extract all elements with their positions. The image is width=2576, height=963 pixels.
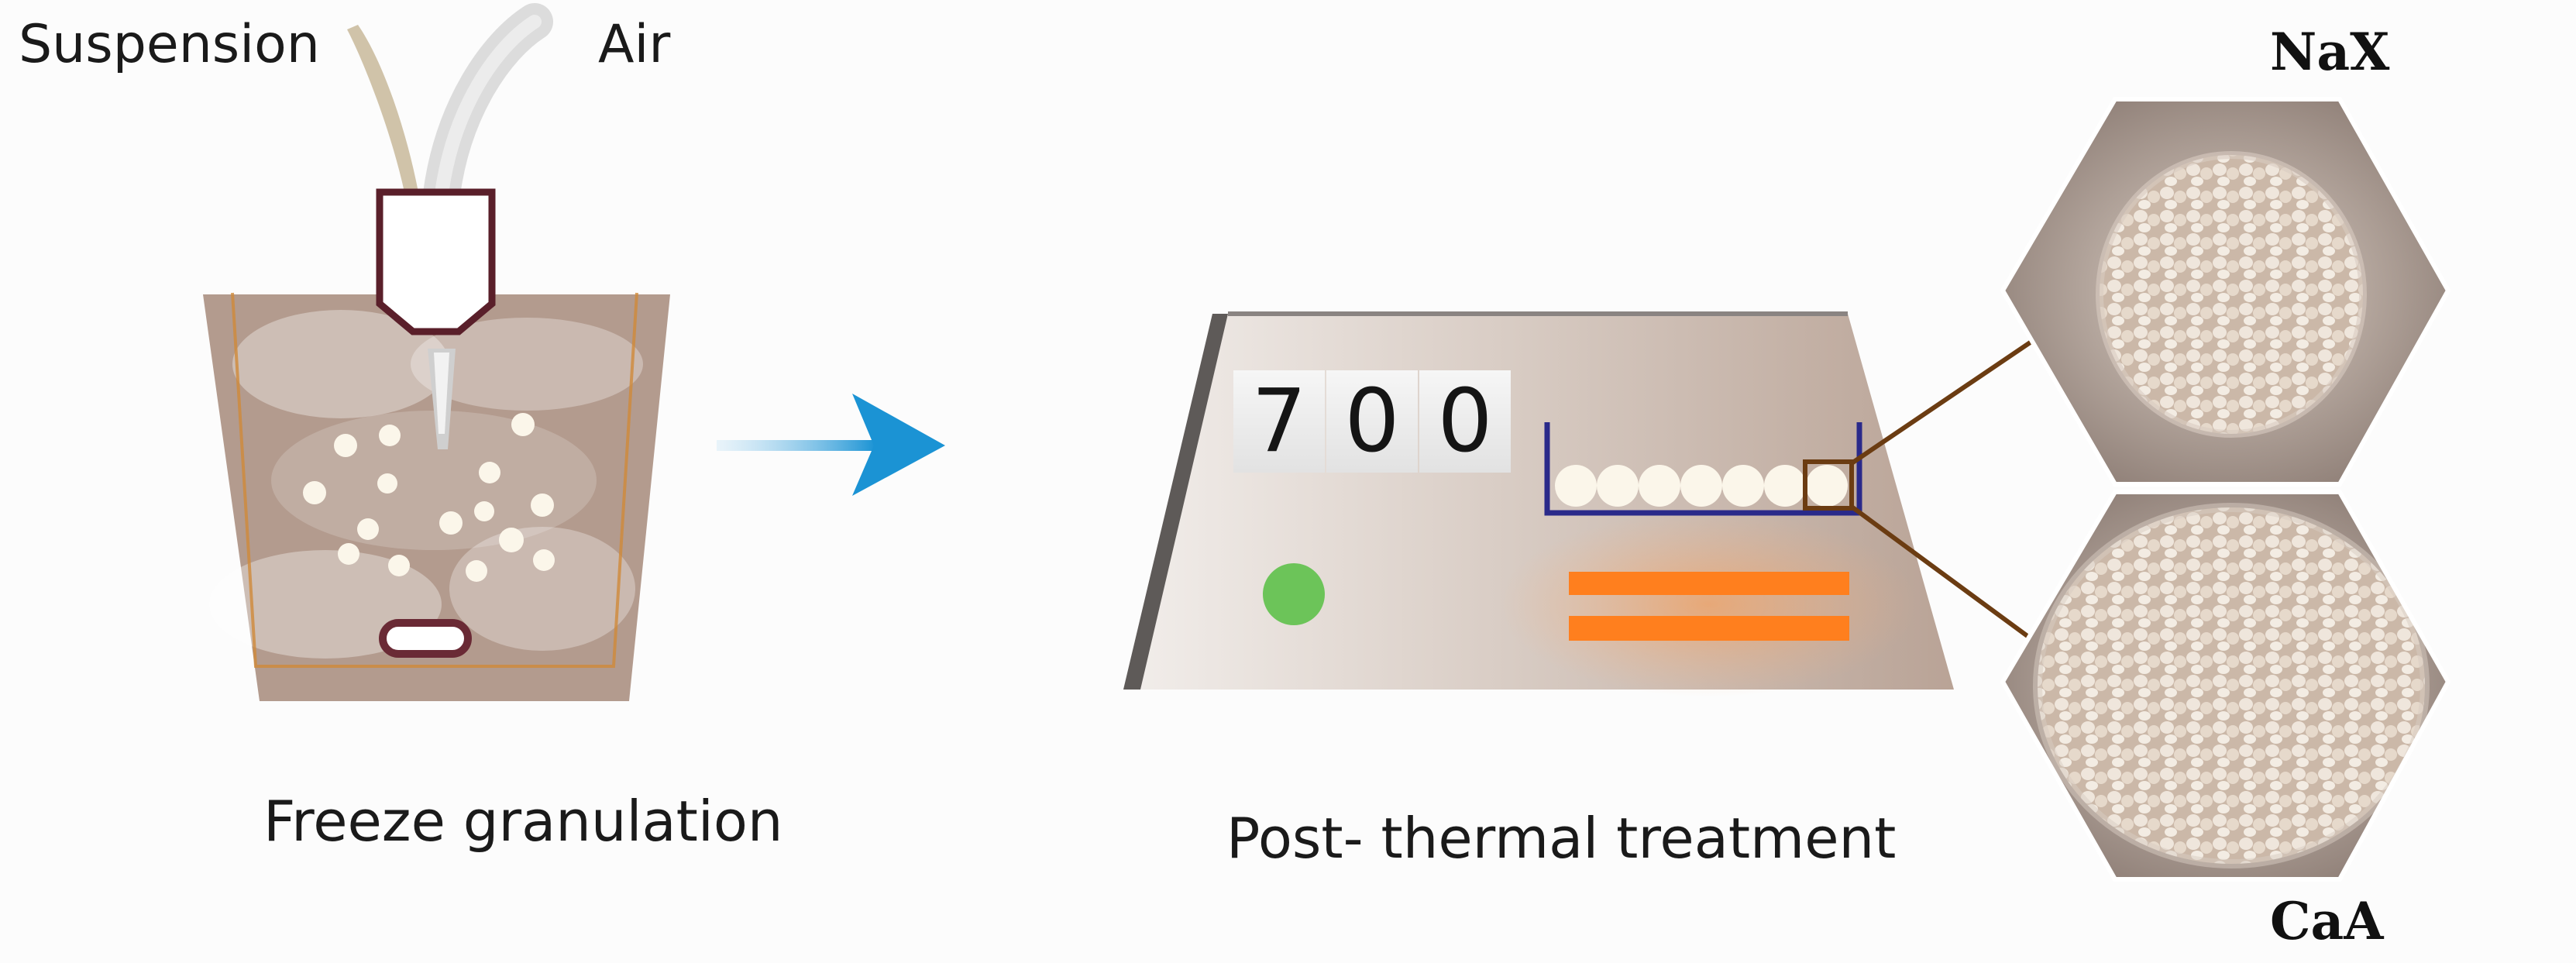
nax-label: NaX — [2270, 22, 2390, 82]
temperature-digit-3: 0 — [1437, 371, 1493, 472]
zoom-box — [1803, 459, 1854, 511]
post-thermal-treatment-caption: Post- thermal treatment — [1226, 806, 1897, 871]
tray-granules — [1555, 465, 1848, 507]
caa-label: CaA — [2270, 891, 2384, 951]
freeze-granulation-vessel — [203, 3, 670, 701]
suspension-feed-line — [347, 25, 418, 192]
process-arrow — [717, 394, 945, 496]
furnace — [1123, 311, 1954, 697]
air-label: Air — [598, 14, 671, 75]
digit-box-2 — [1326, 370, 1418, 473]
frozen-droplets — [303, 413, 555, 582]
digit-box-3 — [1419, 370, 1511, 473]
heater-bar-bottom — [1569, 616, 1849, 641]
nax-granules-image — [2000, 97, 2451, 487]
vessel-body — [203, 294, 670, 701]
freeze-granulation-caption: Freeze granulation — [263, 789, 783, 854]
temperature-digit-1: 7 — [1251, 371, 1307, 472]
nozzle — [376, 188, 496, 335]
caa-granules-image — [2000, 490, 2451, 882]
air-feed-line — [423, 3, 553, 212]
furnace-side-edge — [1123, 314, 1228, 690]
temperature-digit-2: 0 — [1344, 371, 1400, 472]
sample-tray — [1544, 422, 1862, 516]
heater-bar-top — [1569, 572, 1849, 595]
heater-glow — [1499, 511, 1917, 697]
suspension-label: Suspension — [19, 14, 320, 75]
stir-bar — [379, 619, 472, 658]
power-indicator — [1263, 563, 1325, 625]
digit-box-1 — [1233, 370, 1325, 473]
